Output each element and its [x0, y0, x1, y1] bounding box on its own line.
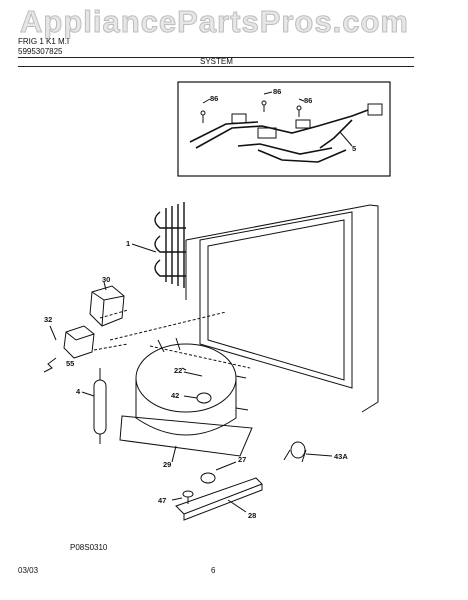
- callout-86c: 86: [304, 96, 312, 105]
- callout-86b: 86: [273, 87, 281, 96]
- connector-plug-b: [257, 127, 277, 139]
- dashed-guide-compressor: [109, 311, 251, 369]
- callout-43a: 43A: [334, 452, 348, 461]
- cabinet-outline: [185, 204, 379, 413]
- leader-28: [227, 499, 247, 513]
- leader-30: [103, 281, 107, 291]
- leader-86b: [263, 91, 273, 95]
- leader-22: [181, 367, 187, 371]
- leader-4: [81, 391, 95, 397]
- fitting-22: [183, 371, 203, 377]
- leader-43a: [305, 453, 333, 457]
- dashed-guide-relay: [93, 309, 129, 351]
- grommet-27: [200, 472, 216, 484]
- leader-1: [131, 243, 157, 253]
- callout-1: 1: [126, 239, 130, 248]
- leader-47: [171, 497, 183, 501]
- connector-plug-c: [295, 119, 311, 129]
- watermark: AppliancePartsPros.com: [20, 4, 409, 40]
- screw-icons: [200, 100, 302, 123]
- page-number: 6: [211, 566, 216, 575]
- leader-86c: [298, 98, 305, 102]
- relay: [89, 285, 125, 327]
- filter-drier: [93, 368, 107, 444]
- callout-5: 5: [352, 144, 356, 153]
- header-rule-top: [18, 57, 414, 58]
- callout-55: 55: [66, 359, 74, 368]
- callout-32: 32: [44, 315, 52, 324]
- wiring-harness-inset: [177, 81, 391, 177]
- part-number: 5995307825: [18, 47, 63, 56]
- callout-22: 22: [174, 366, 182, 375]
- callout-4: 4: [76, 387, 81, 396]
- mounting-bracket: [175, 477, 263, 521]
- callout-29: 29: [163, 460, 171, 469]
- bolt-47: [182, 490, 194, 504]
- leader-27: [215, 461, 237, 471]
- wiring-harness: [189, 109, 369, 163]
- terminal-block: [367, 103, 383, 116]
- connector-plug-a: [231, 113, 247, 124]
- model-number: FRIG 1 K1 M.I: [18, 37, 70, 46]
- leader-86a: [202, 98, 211, 104]
- callout-42: 42: [171, 391, 179, 400]
- callout-27: 27: [238, 455, 246, 464]
- condenser-coil: [154, 202, 186, 288]
- callout-47: 47: [158, 496, 166, 505]
- leader-42: [183, 395, 198, 399]
- footer-date: 03/03: [18, 566, 39, 575]
- callout-28: 28: [248, 511, 256, 520]
- leader-32: [49, 325, 57, 341]
- tube-clamp: [283, 441, 307, 463]
- overload-protector: [63, 325, 95, 359]
- compressor: [119, 337, 253, 457]
- section-title: SYSTEM: [200, 57, 233, 66]
- callout-30: 30: [102, 275, 110, 284]
- cord-32: [43, 357, 57, 373]
- callout-86a: 86: [210, 94, 218, 103]
- leader-5: [339, 131, 353, 147]
- leader-29: [171, 445, 177, 463]
- header-rule-bottom: [18, 66, 414, 67]
- diagram-code: P08S0310: [70, 543, 108, 552]
